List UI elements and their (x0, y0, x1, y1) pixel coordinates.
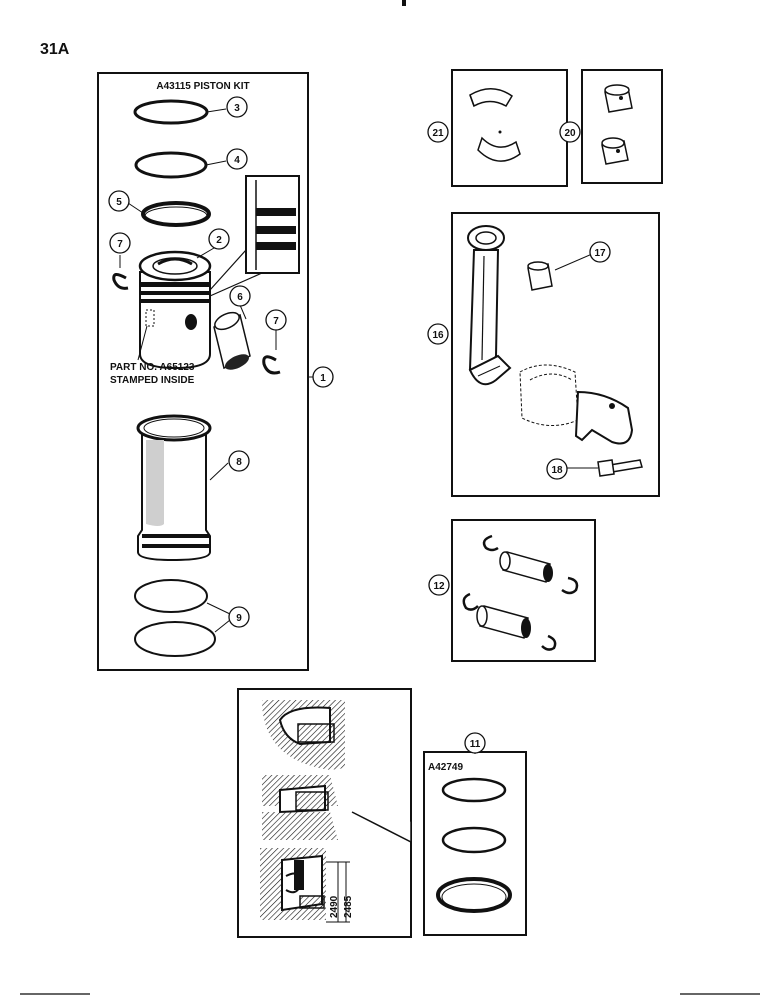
stamp-note-line1: PART NO. A65123 (110, 362, 195, 373)
callout-11: 11 (464, 732, 486, 754)
svg-text:20: 20 (564, 128, 576, 139)
callout-1: 1 (312, 366, 334, 388)
callout-20: 20 (559, 121, 581, 143)
svg-text:16: 16 (432, 330, 444, 341)
cylinder-sleeve-8 (136, 414, 229, 562)
ring-set-rings (436, 777, 512, 913)
connecting-rod-panel (451, 212, 660, 497)
callout-7-left: 7 (109, 232, 131, 254)
callout-4: 4 (226, 148, 248, 170)
svg-text:1: 1 (320, 373, 326, 384)
svg-text:4: 4 (234, 155, 240, 166)
svg-text:21: 21 (432, 128, 444, 139)
callout-18: 18 (546, 458, 568, 480)
piston-pin-6 (213, 304, 251, 370)
page-number: 31A (40, 41, 70, 58)
svg-text:2: 2 (216, 235, 222, 246)
bearing-shells (469, 88, 521, 162)
callout-3: 3 (226, 96, 248, 118)
pin-kit-panel-12 (451, 519, 596, 662)
callout-9: 9 (228, 606, 250, 628)
callout-5: 5 (108, 190, 130, 212)
svg-text:6: 6 (237, 292, 243, 303)
callout-7-right: 7 (265, 309, 287, 331)
stamp-note-line2: STAMPED INSIDE (110, 375, 195, 386)
svg-text:7: 7 (273, 316, 279, 327)
svg-text:9: 9 (236, 613, 242, 624)
ring-section-1 (262, 700, 345, 770)
piston (138, 247, 215, 370)
callout-6: 6 (229, 285, 251, 307)
bushings (601, 84, 633, 165)
bearing-panel-21 (451, 69, 568, 187)
oil-ring-5 (127, 201, 211, 227)
rod-cap (574, 390, 634, 445)
callout-12: 12 (428, 574, 450, 596)
svg-text:18: 18 (551, 465, 563, 476)
svg-text:3: 3 (234, 103, 240, 114)
piston-kit-panel (97, 72, 309, 671)
kit-title: A43115 PISTON KIT (156, 81, 249, 92)
ring-set-part: A42749 (428, 762, 463, 773)
ring-section-2 (262, 775, 338, 840)
connecting-rod (467, 225, 512, 386)
dimension-2485: 2485 (343, 895, 354, 918)
svg-text:5: 5 (116, 197, 122, 208)
callout-16: 16 (427, 323, 449, 345)
ring-groove-detail (209, 175, 300, 297)
svg-text:11: 11 (470, 739, 481, 750)
detail-pointer (351, 811, 412, 844)
seal-rings-9 (134, 579, 231, 657)
callout-17: 17 (589, 241, 611, 263)
snap-ring-7-left (112, 255, 129, 290)
snap-ring-7-right (262, 330, 281, 375)
callout-2: 2 (208, 228, 230, 250)
pins-and-snap-rings (462, 534, 579, 651)
compression-ring-3 (133, 99, 227, 125)
rod-bolt-18 (567, 459, 643, 477)
svg-text:12: 12 (433, 581, 445, 592)
compression-ring-4 (134, 151, 227, 179)
rod-bearing-ghost (519, 364, 579, 426)
svg-text:8: 8 (236, 457, 242, 468)
small-end-bushing-17 (527, 253, 593, 291)
svg-text:7: 7 (117, 239, 123, 250)
dimension-2490: 2490 (329, 895, 340, 918)
ring-section-3 (260, 848, 350, 923)
callout-21: 21 (427, 121, 449, 143)
callout-8: 8 (228, 450, 250, 472)
bushing-panel-20 (581, 69, 663, 184)
svg-text:17: 17 (594, 248, 606, 259)
top-mark (402, 0, 406, 6)
